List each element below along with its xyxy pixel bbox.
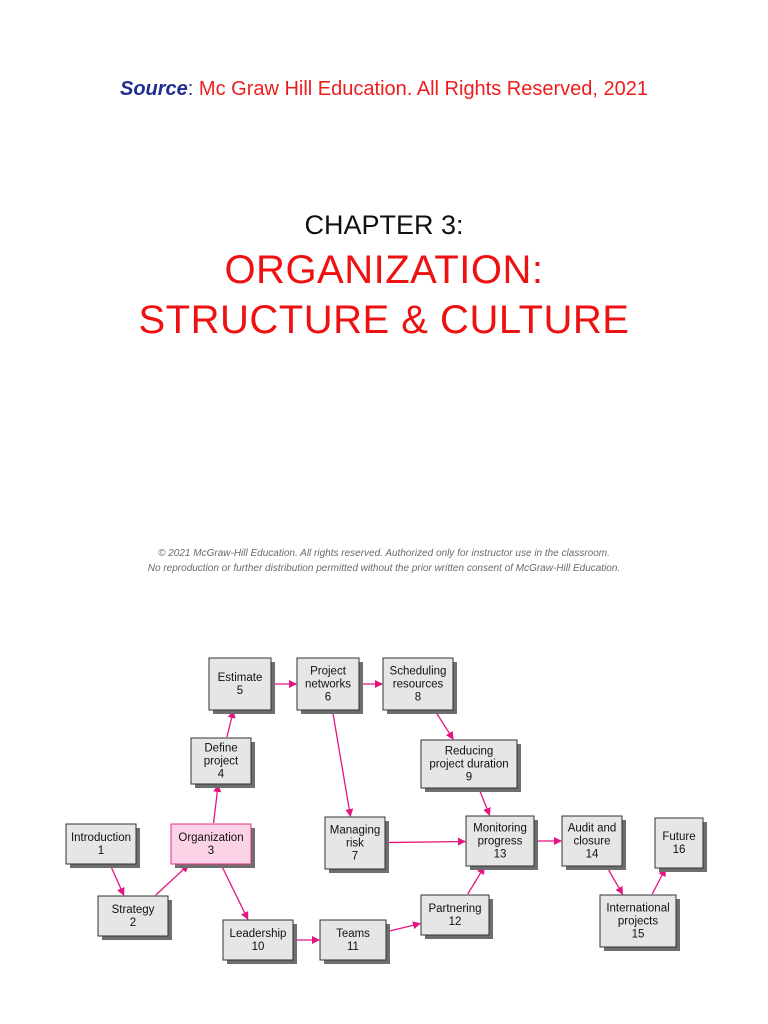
arrow-n7-to-n13	[385, 837, 466, 846]
node-label: project duration	[429, 759, 508, 771]
arrow-n3-to-n10	[220, 864, 249, 920]
node-box	[654, 817, 704, 869]
node-number: 13	[494, 849, 507, 861]
node-label: Audit and	[568, 823, 617, 835]
node-label: project	[204, 756, 239, 768]
node-label: Define	[204, 743, 237, 755]
node-label: networks	[305, 679, 351, 691]
node-box	[319, 919, 387, 961]
arrow-n11-to-n12	[386, 921, 421, 933]
node-box	[420, 894, 490, 936]
node-label: progress	[478, 836, 523, 848]
node-number: 14	[586, 849, 599, 861]
node-label: Introduction	[71, 832, 131, 844]
arrow-n9-to-n13	[478, 788, 491, 816]
node-label: Monitoring	[473, 823, 527, 835]
node-label: Leadership	[230, 928, 287, 940]
source-text: Mc Graw Hill Education. All Rights Reser…	[193, 78, 648, 100]
node-label: Teams	[336, 928, 370, 940]
node-label: Estimate	[218, 672, 263, 684]
arrow-n2-to-n3	[155, 864, 189, 896]
node-label: risk	[346, 838, 364, 850]
node-box	[382, 657, 454, 711]
node-box	[296, 657, 360, 711]
node-number: 6	[325, 692, 331, 704]
node-number: 10	[252, 941, 265, 953]
node-label: closure	[573, 836, 610, 848]
diagram-edges	[109, 680, 666, 944]
node-label: Project	[310, 666, 347, 678]
node-label: resources	[393, 679, 444, 691]
node-number: 3	[208, 845, 214, 857]
node-box	[190, 737, 252, 785]
node-label: International	[606, 903, 669, 915]
node-label: Organization	[178, 832, 243, 844]
node-number: 1	[98, 845, 104, 857]
arrow-n4-to-n5	[226, 710, 236, 738]
node-box	[599, 894, 677, 948]
node-number: 4	[218, 769, 225, 781]
copyright-line-1: © 2021 McGraw-Hill Education. All rights…	[158, 548, 610, 559]
node-number: 8	[415, 692, 421, 704]
node-box	[561, 815, 623, 867]
chapter-label: CHAPTER 3:	[304, 210, 464, 240]
chapter-title-line-1: ORGANIZATION:	[224, 248, 544, 292]
node-number: 12	[449, 916, 462, 928]
arrow-n3-to-n4	[212, 784, 222, 824]
arrow-n14-to-n15	[606, 866, 624, 895]
node-box	[97, 895, 169, 937]
arrow-n8-to-n9	[434, 710, 454, 740]
source-colon: :	[187, 78, 194, 100]
arrow-n1-to-n2	[109, 864, 125, 896]
node-box	[208, 657, 272, 711]
node-label: projects	[618, 916, 659, 928]
node-label: Managing	[330, 825, 381, 837]
node-number: 11	[347, 941, 359, 953]
node-number: 16	[673, 844, 686, 856]
node-label: Strategy	[112, 904, 155, 916]
chapter-title-line-2: STRUCTURE & CULTURE	[138, 298, 630, 342]
node-box	[222, 919, 294, 961]
copyright-line-2: No reproduction or further distribution …	[147, 563, 621, 574]
node-box	[65, 823, 137, 865]
source-label: Source	[119, 78, 188, 100]
node-number: 5	[237, 685, 243, 697]
node-number: 9	[466, 772, 472, 784]
source-line: Source: Mc Graw Hill Education. All Righ…	[0, 76, 768, 102]
node-box	[324, 816, 386, 870]
arrow-n12-to-n13	[467, 866, 485, 895]
node-number: 7	[352, 851, 358, 863]
node-label: Future	[662, 831, 695, 843]
node-label: Reducing	[445, 746, 494, 758]
node-label: Scheduling	[390, 666, 447, 678]
node-box	[420, 739, 518, 789]
node-number: 15	[632, 929, 645, 941]
arrow-n15-to-n16	[651, 868, 666, 895]
node-label: Partnering	[428, 903, 481, 915]
node-number: 2	[130, 917, 136, 929]
arrow-n6-to-n7	[331, 710, 354, 817]
node-box	[465, 815, 535, 867]
node-box	[170, 823, 252, 865]
